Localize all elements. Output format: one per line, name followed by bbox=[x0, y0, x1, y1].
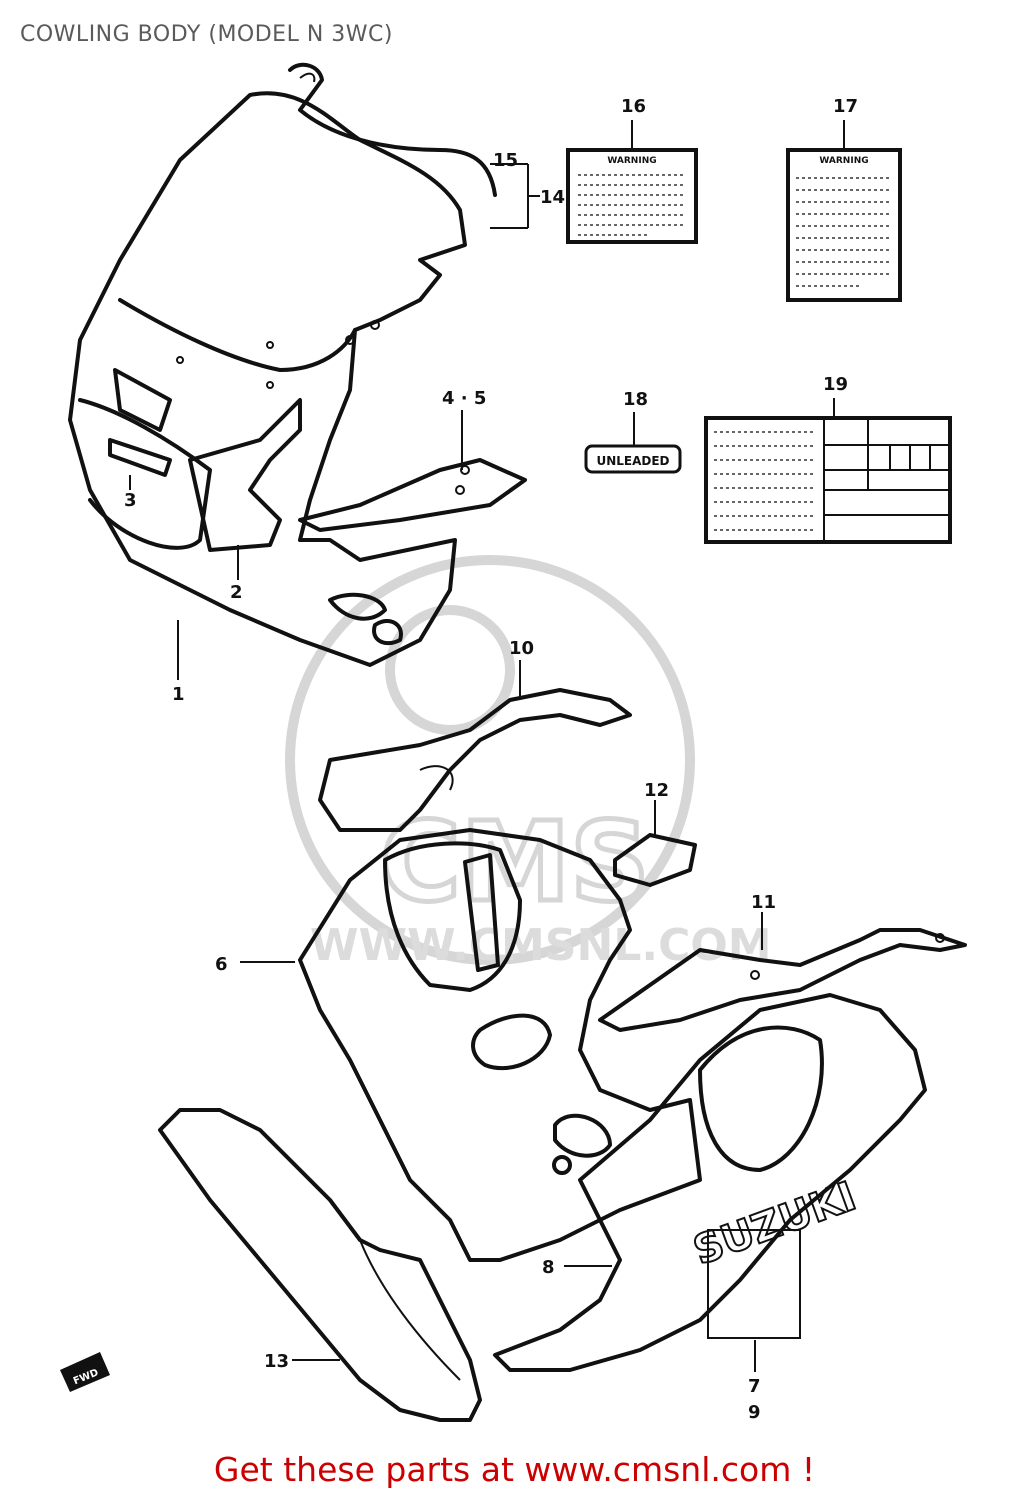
callout-14: 14 bbox=[540, 187, 565, 208]
callout-15: 15 bbox=[493, 150, 518, 171]
callout-17: 17 bbox=[833, 96, 858, 117]
callout-12: 12 bbox=[644, 780, 669, 801]
bracket-4-5 bbox=[298, 458, 527, 532]
side-cowling-left bbox=[298, 828, 702, 1262]
footer-link-text[interactable]: Get these parts at www.cmsnl.com ! bbox=[213, 1450, 816, 1489]
callout-1: 1 bbox=[172, 684, 185, 705]
leader-lines bbox=[129, 120, 845, 1372]
lower-cowling-8 bbox=[493, 993, 927, 1372]
callout-18: 18 bbox=[623, 389, 648, 410]
callout-11: 11 bbox=[751, 892, 776, 913]
lower-bracket-11 bbox=[598, 928, 967, 1032]
callout-8: 8 bbox=[542, 1257, 555, 1278]
warning-label-16: WARNING bbox=[566, 148, 698, 244]
watermark-url: WWW.CMSNL.COM bbox=[310, 920, 772, 971]
callout-19: 19 bbox=[823, 374, 848, 395]
inner-bracket-10 bbox=[318, 688, 632, 832]
callout-4-5: 4 · 5 bbox=[442, 388, 486, 409]
callout-3: 3 bbox=[124, 490, 137, 511]
svg-text:UNLEADED: UNLEADED bbox=[596, 454, 669, 468]
watermark: CMS WWW.CMSNL.COM bbox=[285, 555, 772, 971]
lower-fairing-13 bbox=[158, 1108, 482, 1422]
svg-text:WARNING: WARNING bbox=[607, 156, 656, 166]
callout-7: 7 bbox=[748, 1376, 761, 1397]
page-title: COWLING BODY (MODEL N 3WC) bbox=[20, 22, 393, 47]
fwd-arrow-icon: FWD bbox=[60, 1352, 110, 1392]
warning-label-17: WARNING bbox=[786, 148, 902, 302]
watermark-text: CMS bbox=[380, 798, 649, 926]
upper-cowling bbox=[68, 62, 497, 667]
unleaded-label-18: UNLEADED bbox=[584, 444, 682, 474]
callout-2: 2 bbox=[230, 582, 243, 603]
callout-9: 9 bbox=[748, 1402, 761, 1423]
pad-12 bbox=[613, 833, 697, 887]
callout-10: 10 bbox=[509, 638, 534, 659]
grommet bbox=[553, 1113, 612, 1158]
callout-16: 16 bbox=[621, 96, 646, 117]
brand-decal: SUZUKI bbox=[688, 1173, 862, 1274]
screw-marks bbox=[176, 320, 380, 389]
svg-text:WARNING: WARNING bbox=[819, 156, 868, 166]
callout-6: 6 bbox=[215, 954, 228, 975]
callout-13: 13 bbox=[264, 1351, 289, 1372]
info-label-19 bbox=[704, 416, 952, 544]
